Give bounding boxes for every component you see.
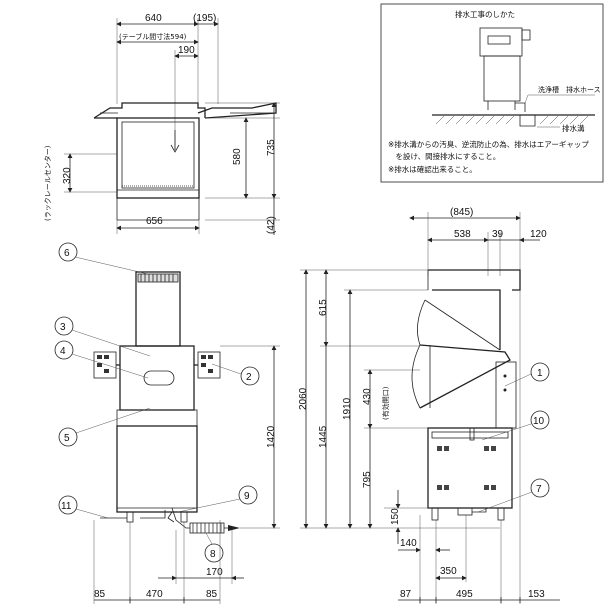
- dim-120: 120: [530, 229, 547, 240]
- dim-580: 580: [232, 148, 243, 165]
- side-bottom-dim-3: 153: [528, 589, 545, 600]
- dim-140: 140: [400, 538, 417, 549]
- dim-1910: 1910: [342, 397, 353, 420]
- drain-note-2: を設け、間接排水にすること。: [388, 151, 500, 161]
- top-view: 640 (195) (テーブル間寸法594) 190 580 735: [43, 13, 280, 235]
- dim-795: 795: [362, 471, 373, 488]
- dim-656: 656: [146, 216, 163, 227]
- callout-1: 1: [537, 368, 543, 379]
- dim-640: 640: [145, 13, 162, 24]
- dim-1445: 1445: [318, 425, 329, 448]
- dim-42: (42): [266, 216, 277, 234]
- dim-39: 39: [492, 229, 504, 240]
- drain-note-1: ※排水溝からの汚臭、逆流防止の為、排水はエアーギャップ: [388, 139, 589, 149]
- dim-190: 190: [178, 45, 195, 56]
- drain-note-3: ※排水は確認出来ること。: [388, 164, 477, 174]
- side-bottom-dim-1: 87: [400, 589, 412, 600]
- callout-7: 7: [536, 484, 542, 495]
- dim-150: 150: [390, 508, 401, 525]
- dim-350: 350: [440, 566, 457, 577]
- callout-6: 6: [64, 248, 70, 259]
- callout-11: 11: [61, 501, 72, 512]
- callout-10: 10: [533, 416, 545, 427]
- dim-2060: 2060: [298, 387, 309, 410]
- callout-3: 3: [60, 322, 66, 333]
- dim-615: 615: [318, 299, 329, 316]
- dim-845: (845): [450, 207, 473, 218]
- front-view: 6 3 4 2 5 11 9 8 1420 170: [54, 242, 280, 604]
- label-hose: 洗浄槽 排水ホース: [538, 85, 601, 94]
- dim-170: 170: [206, 567, 223, 578]
- drain-instruction-box: 排水工事のしかた 洗浄槽 排水ホース 排水溝 ※排水溝からの汚臭、逆流防止の為、…: [380, 3, 604, 183]
- dim-735: 735: [266, 139, 277, 156]
- front-bottom-dim-2: 470: [146, 589, 163, 600]
- front-bottom-dim-3: 85: [206, 589, 218, 600]
- dim-320: 320: [62, 167, 73, 184]
- callout-9: 9: [244, 491, 250, 502]
- drain-box-title: 排水工事のしかた: [455, 9, 515, 19]
- dim-table-width: (テーブル間寸法594): [119, 32, 187, 41]
- callout-5: 5: [64, 433, 70, 444]
- callout-8: 8: [210, 549, 216, 560]
- callout-2: 2: [246, 372, 252, 383]
- side-bottom-dim-2: 495: [456, 589, 473, 600]
- front-bottom-dim-1: 85: [94, 589, 106, 600]
- dim-430: 430: [362, 388, 373, 405]
- dim-1420: 1420: [266, 425, 277, 448]
- callout-4: 4: [60, 346, 66, 357]
- side-view: (845) 538 39 120: [298, 207, 560, 604]
- dim-open-label: (有効開口): [381, 386, 390, 420]
- dim-538: 538: [454, 229, 471, 240]
- rail-center-label: (ラックレールセンター): [43, 145, 52, 221]
- dim-195: (195): [193, 13, 216, 24]
- label-trench: 排水溝: [562, 123, 585, 133]
